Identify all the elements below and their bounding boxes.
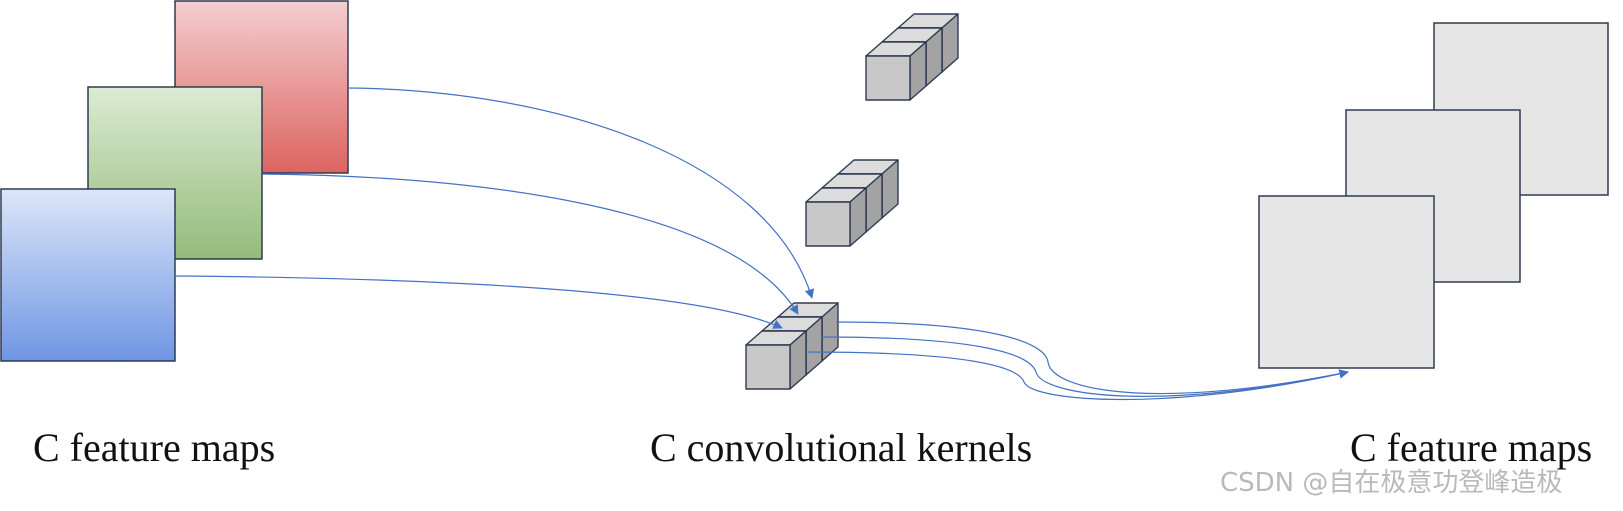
arrow-kernel-to-output-2 [821,336,1349,397]
input-feature-map-blue [0,188,176,362]
output-maps-caption: C feature maps [1350,425,1593,470]
kernel-cube-front [805,201,851,247]
arrow-kernel-to-output-3 [805,351,1349,401]
kernel-cube [805,187,867,247]
convolution-kernel-3 [745,302,839,390]
input-maps-caption: C feature maps [33,425,276,470]
output-feature-map-front [1258,195,1435,369]
arrow-green-map-to-kernel [261,173,799,315]
kernel-cube [865,41,927,101]
kernel-cube-front [865,55,911,101]
convolution-kernel-2 [805,159,899,247]
kernel-cube [745,330,807,390]
arrow-blue-map-to-kernel [174,275,783,329]
kernel-cube-front [745,344,791,390]
kernels-caption: C convolutional kernels [650,425,1033,470]
arrow-kernel-to-output-1 [835,321,1349,395]
arrow-red-map-to-kernel [347,87,815,299]
watermark: CSDN @自在极意功登峰造极 [1220,468,1563,498]
convolution-kernel-1 [865,13,959,101]
